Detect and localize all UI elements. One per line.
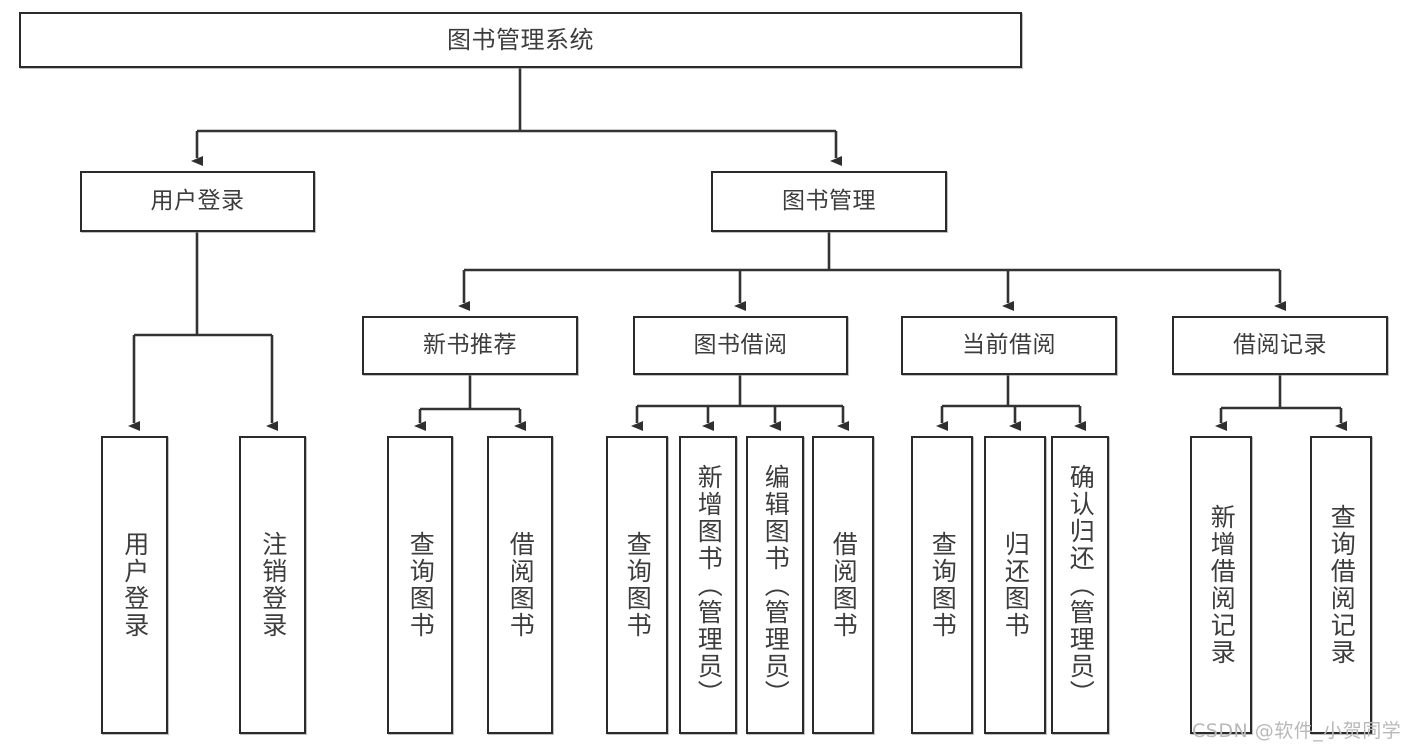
node-book-borrow[interactable]: 图书借阅 [633,316,848,375]
node-leaf-add-book-label: 新增图书（管理员） [694,463,724,707]
csdn-watermark: CSDN @软件_小贺同学 [1192,720,1402,742]
node-leaf-borrow-book-1[interactable]: 借阅图书 [487,436,553,734]
node-leaf-borrow-book-2[interactable]: 借阅图书 [812,436,874,734]
node-leaf-confirm-return[interactable]: 确认归还（管理员） [1051,436,1109,734]
node-leaf-query-book-3[interactable]: 查询图书 [911,436,973,734]
node-leaf-user-logout[interactable]: 注销登录 [239,436,306,734]
node-leaf-edit-book[interactable]: 编辑图书（管理员） [746,436,804,734]
node-leaf-query-record[interactable]: 查询借阅记录 [1310,436,1372,734]
node-current-borrow-label: 当前借阅 [962,331,1056,358]
node-user-login[interactable]: 用户登录 [80,171,315,232]
node-leaf-user-logout-label: 注销登录 [258,531,288,639]
node-new-book-recommend-label: 新书推荐 [423,331,517,358]
node-book-borrow-label: 图书借阅 [693,331,788,358]
node-leaf-query-record-label: 查询借阅记录 [1327,504,1357,666]
node-leaf-confirm-return-label: 确认归还（管理员） [1066,463,1096,707]
node-leaf-return-book[interactable]: 归还图书 [984,436,1046,734]
node-leaf-add-record[interactable]: 新增借阅记录 [1190,436,1252,734]
node-leaf-return-book-label: 归还图书 [1001,531,1031,639]
node-leaf-borrow-book-2-label: 借阅图书 [829,531,859,639]
node-leaf-query-book-2[interactable]: 查询图书 [606,436,668,734]
node-leaf-add-book[interactable]: 新增图书（管理员） [679,436,737,734]
node-leaf-user-login-label: 用户登录 [120,531,150,639]
node-book-manage-label: 图书管理 [782,187,876,214]
node-leaf-query-book-2-label: 查询图书 [623,531,653,639]
node-leaf-edit-book-label: 编辑图书（管理员） [761,463,791,707]
node-leaf-borrow-book-1-label: 借阅图书 [506,531,536,639]
node-root[interactable]: 图书管理系统 [19,12,1022,68]
node-leaf-query-book-1[interactable]: 查询图书 [387,436,453,734]
node-book-manage[interactable]: 图书管理 [711,171,947,232]
node-leaf-query-book-3-label: 查询图书 [928,531,958,639]
node-leaf-query-book-1-label: 查询图书 [406,531,436,639]
node-root-label: 图书管理系统 [447,25,594,54]
node-current-borrow[interactable]: 当前借阅 [901,316,1117,375]
node-leaf-add-record-label: 新增借阅记录 [1207,504,1237,666]
node-borrow-record[interactable]: 借阅记录 [1172,316,1388,375]
node-leaf-user-login[interactable]: 用户登录 [101,436,168,734]
node-borrow-record-label: 借阅记录 [1233,331,1327,358]
node-new-book-recommend[interactable]: 新书推荐 [362,316,578,375]
node-user-login-label: 用户登录 [150,187,245,214]
